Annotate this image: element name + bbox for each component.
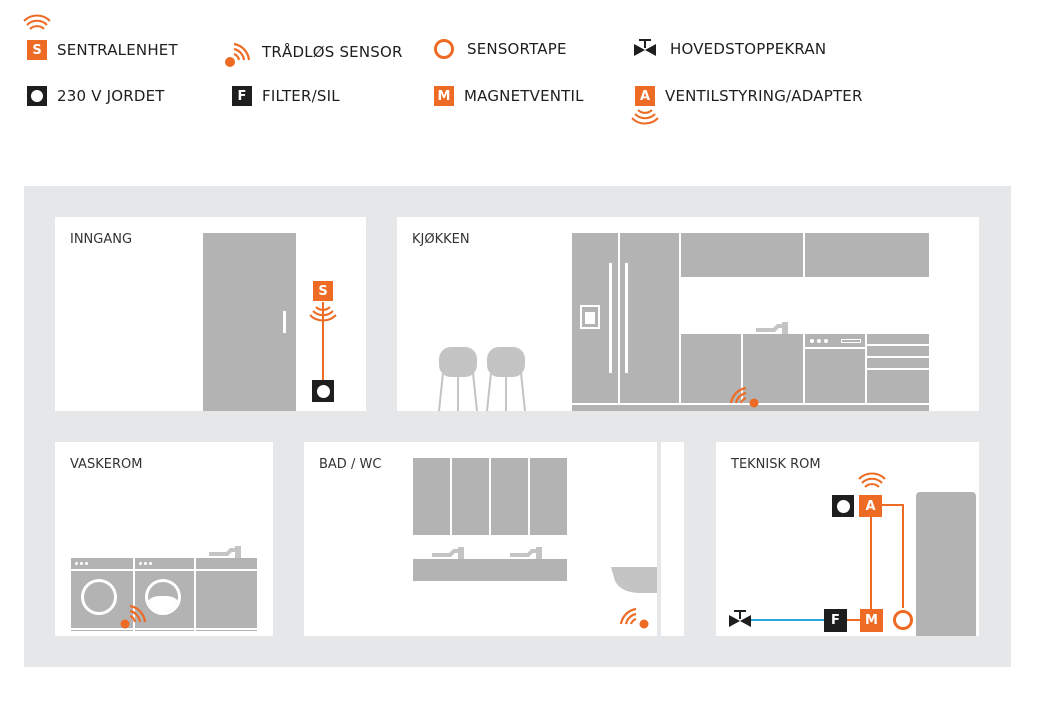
filter: F — [824, 609, 847, 632]
legend-main-valve: HOVEDSTOPPEKRAN — [633, 37, 826, 61]
cable-line — [322, 302, 324, 382]
legend-label: 230 V JORDET — [57, 87, 165, 105]
power-outlet-icon — [27, 86, 47, 106]
room-label: BAD / WC — [319, 457, 382, 472]
power-outlet — [832, 495, 854, 517]
magnet-valve-icon: M — [434, 86, 454, 106]
toilet — [611, 567, 657, 593]
legend-label: FILTER/SIL — [262, 87, 340, 105]
cable-line — [902, 504, 904, 608]
legend-sentralenhet: S SENTRALENHET — [23, 14, 178, 62]
room-bad: BAD / WC — [304, 442, 684, 636]
washing-machine — [71, 558, 133, 631]
room-vaskerom: VASKEROM — [55, 442, 273, 636]
base-cabinet — [743, 334, 803, 405]
cable-line — [881, 504, 903, 506]
legend-label: HOVEDSTOPPEKRAN — [670, 40, 827, 58]
upper-cabinet — [681, 233, 803, 277]
wifi-icon — [631, 109, 659, 125]
legend-adapter: A VENTILSTYRING/ADAPTER — [631, 84, 863, 125]
wifi-icon — [858, 472, 886, 488]
chair — [486, 347, 526, 411]
upper-cabinet — [805, 233, 929, 277]
room-kjokken: KJØKKEN — [397, 217, 979, 411]
dishwasher — [805, 334, 865, 405]
wireless-sensor-icon — [120, 604, 147, 629]
adapter-icon: A — [635, 86, 655, 106]
power-outlet — [312, 380, 334, 402]
bath-faucet — [510, 547, 542, 559]
vanity-counter — [413, 559, 567, 581]
wifi-icon — [23, 14, 51, 30]
legend-wireless-sensor: TRÅDLØS SENSOR — [224, 40, 403, 67]
legend-label: MAGNETVENTIL — [464, 87, 584, 105]
sensor-tape-icon — [893, 610, 913, 630]
main-valve-icon — [729, 610, 751, 627]
legend-power: 230 V JORDET — [27, 84, 165, 108]
central-unit: S — [313, 281, 333, 301]
laundry-cabinet — [196, 558, 257, 631]
central-unit-icon: S — [27, 40, 47, 60]
legend-label: SENSORTAPE — [467, 40, 567, 58]
cable-line — [870, 514, 872, 610]
mirror-cabinet — [413, 458, 567, 535]
fridge — [572, 233, 679, 405]
door-handle — [283, 311, 286, 333]
room-label: KJØKKEN — [412, 232, 470, 247]
legend-label: VENTILSTYRING/ADAPTER — [665, 87, 863, 105]
legend-label: TRÅDLØS SENSOR — [262, 43, 403, 61]
sensor-tape-icon — [434, 39, 454, 59]
room-inngang: INNGANG S — [55, 217, 366, 411]
wall-divider — [657, 442, 661, 636]
wireless-sensor-icon — [619, 607, 649, 629]
floor-plan: INNGANG S KJØKKEN — [24, 186, 1011, 667]
legend-magnet: M MAGNETVENTIL — [434, 84, 584, 108]
door — [203, 233, 296, 411]
legend-label: SENTRALENHET — [57, 41, 178, 59]
kitchen-faucet — [756, 322, 788, 334]
bath-faucet — [432, 547, 464, 559]
base-cabinet — [681, 334, 741, 405]
water-pipe — [748, 619, 826, 621]
drawer-cabinet — [867, 334, 929, 405]
wireless-sensor-icon — [225, 42, 251, 67]
chair — [438, 347, 478, 411]
wireless-sensor-icon — [729, 386, 759, 408]
floor-line — [71, 628, 257, 630]
room-label: TEKNISK ROM — [731, 457, 821, 472]
laundry-faucet — [209, 546, 241, 558]
cable-line — [846, 619, 862, 621]
filter-icon: F — [232, 86, 252, 106]
legend-sensortape: SENSORTAPE — [433, 37, 567, 61]
plinth — [572, 405, 929, 411]
ice-dispenser — [580, 305, 600, 329]
room-label: INNGANG — [70, 232, 133, 247]
room-teknisk: TEKNISK ROM A F M — [716, 442, 979, 636]
room-label: VASKEROM — [70, 457, 143, 472]
main-valve-icon — [634, 39, 656, 56]
legend-filter: F FILTER/SIL — [232, 84, 340, 108]
valve-adapter: A — [859, 495, 882, 517]
magnet-valve: M — [860, 609, 883, 632]
wifi-icon — [309, 306, 337, 322]
water-heater — [916, 492, 976, 636]
